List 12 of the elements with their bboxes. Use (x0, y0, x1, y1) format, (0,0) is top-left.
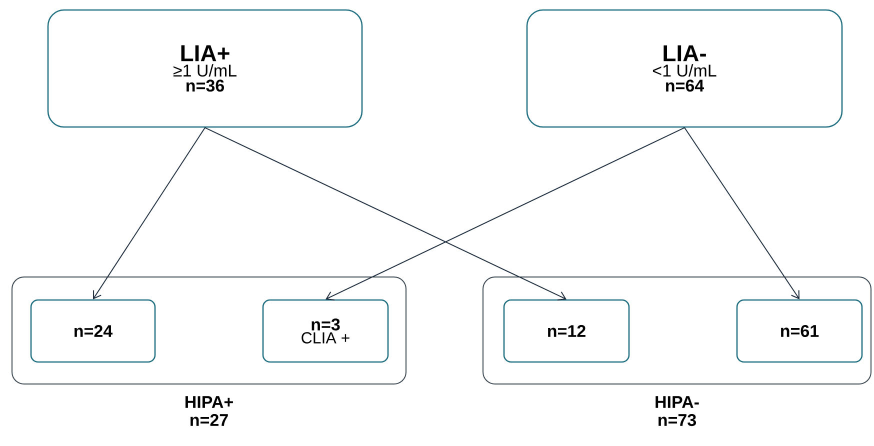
group-label: HIPA- n=73 (656, 396, 699, 426)
arrow (326, 127, 685, 300)
group-label: HIPA+ n=27 (186, 396, 233, 426)
count-box: n=3 CLIA + (262, 299, 389, 363)
count-box: n=12 (503, 299, 630, 363)
arrow (684, 127, 800, 300)
category-box: LIA- <1 U/mL n=64 (526, 9, 843, 128)
count-box: n=61 (736, 299, 863, 363)
category-box: LIA+ ≥1 U/mL n=36 (47, 9, 363, 128)
count-box: n=24 (30, 299, 156, 363)
arrow (204, 127, 566, 300)
arrow (93, 127, 206, 300)
